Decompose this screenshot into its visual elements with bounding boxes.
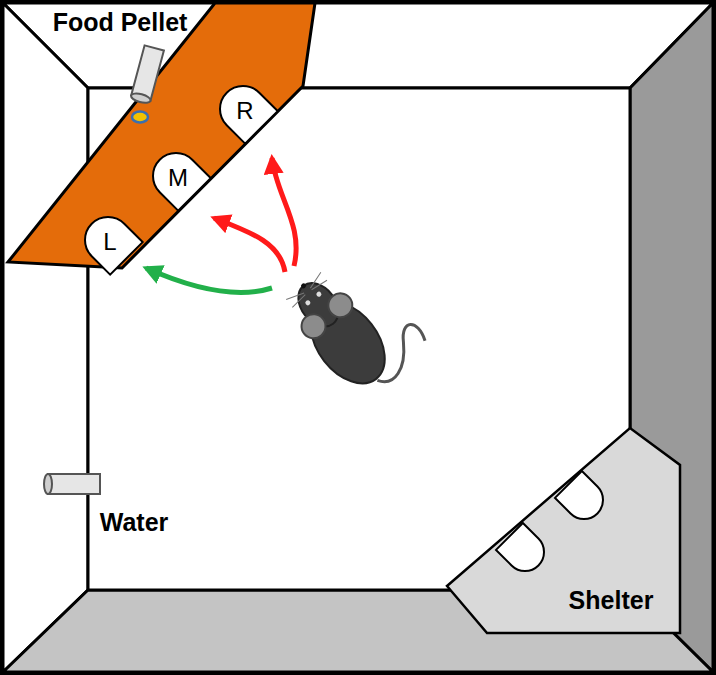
- choice-arrow: [146, 268, 272, 293]
- feeder-panel: [8, 3, 315, 268]
- hole-letter: L: [103, 229, 116, 255]
- hole-letter: M: [168, 165, 188, 191]
- food-pellet: [132, 112, 148, 123]
- feeder-hole: M: [144, 144, 208, 208]
- feeder-hole: L: [76, 208, 140, 272]
- choice-arrow: [272, 158, 296, 266]
- pellet-dispenser: [130, 45, 164, 104]
- water-spout: [44, 474, 100, 494]
- shelter-box: Shelter: [445, 425, 685, 637]
- shelter-label: Shelter: [569, 587, 654, 615]
- left-wall: [3, 3, 88, 672]
- back-wall: [3, 3, 713, 88]
- water-label: Water: [100, 508, 169, 537]
- mouse: [278, 244, 433, 405]
- choice-arrow: [214, 218, 285, 272]
- feeder-hole: R: [211, 77, 275, 141]
- hole-letter: R: [236, 98, 253, 124]
- dispenser-label: Food Pellet: [53, 8, 188, 37]
